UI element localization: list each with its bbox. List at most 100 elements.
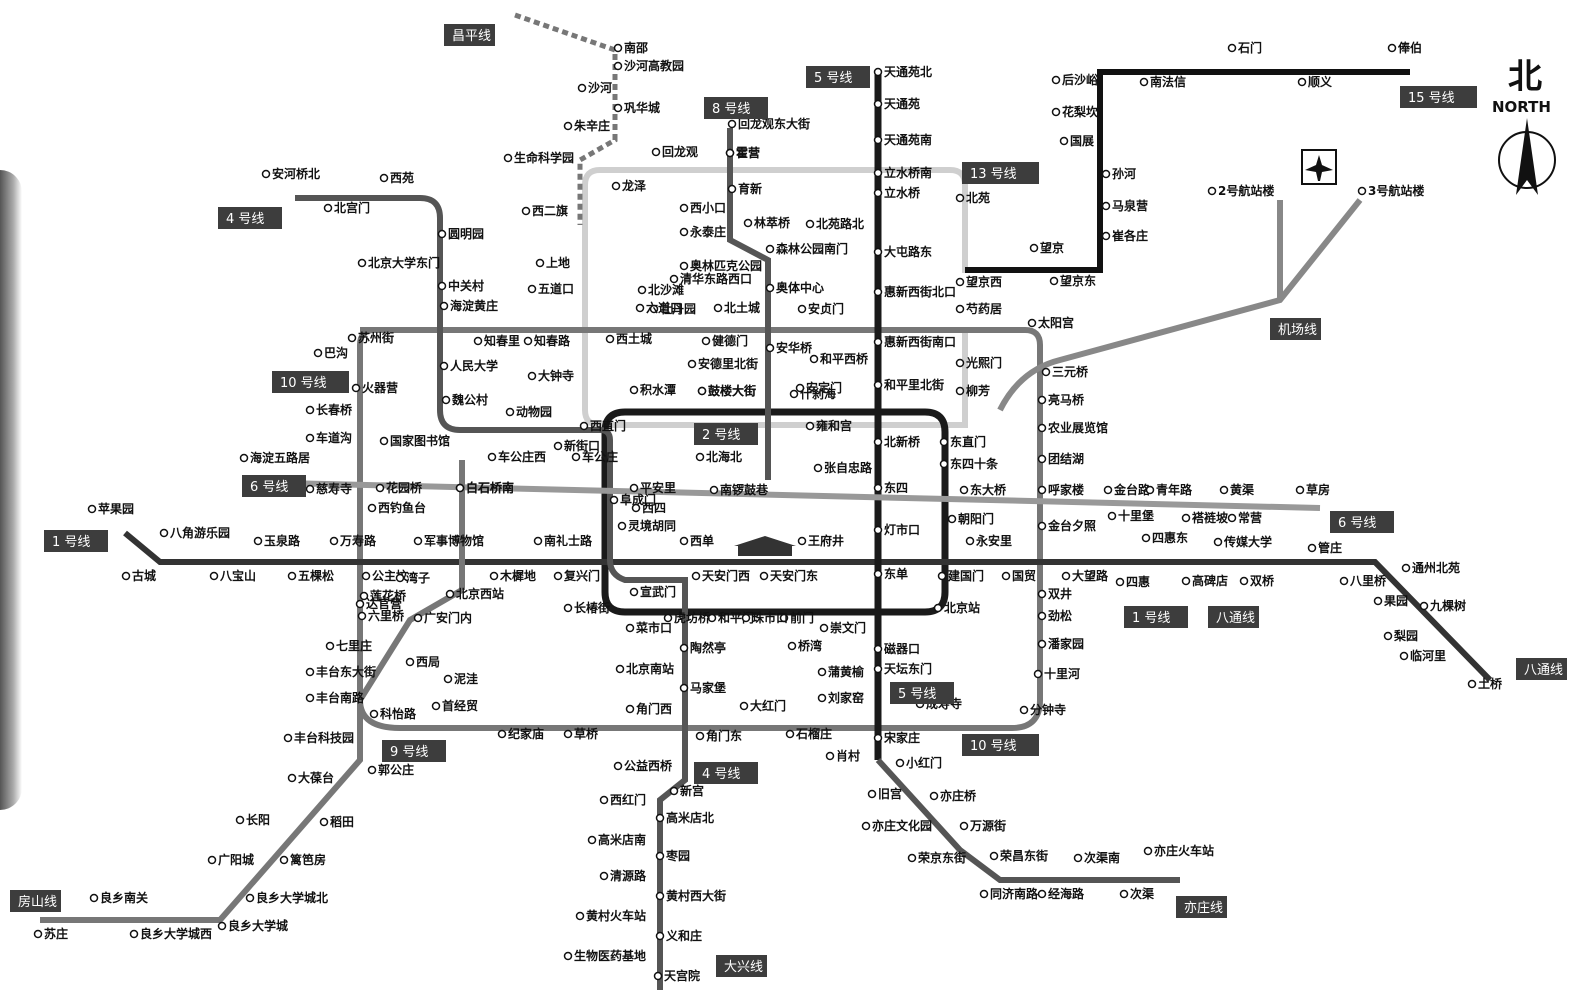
station-label: 长椿街	[574, 600, 610, 615]
line-9	[40, 460, 465, 923]
station-label: 海淀黄庄	[450, 298, 498, 313]
station-label: 草桥	[574, 726, 599, 741]
line-tag-l6a-bg	[242, 475, 306, 497]
station-label: 王府井	[808, 533, 844, 548]
station-marker	[445, 589, 455, 599]
station-marker	[873, 337, 883, 347]
station-marker	[1051, 107, 1061, 117]
metro-lines	[40, 12, 1493, 990]
station-marker	[305, 433, 315, 443]
station-marker	[795, 383, 805, 393]
station-marker	[939, 459, 949, 469]
station-label: 木樨地	[499, 568, 536, 583]
station-marker	[679, 203, 689, 213]
station-marker	[989, 851, 999, 861]
station-label: 霍营	[736, 145, 760, 160]
station-marker	[325, 641, 335, 651]
station-label: 小红门	[906, 755, 942, 770]
station-label: 和平西桥	[819, 351, 869, 366]
station-marker	[653, 971, 663, 981]
station-marker	[553, 441, 563, 451]
station-marker	[1037, 454, 1047, 464]
station-label: 军事博物馆	[424, 533, 484, 548]
station-marker	[1139, 77, 1149, 87]
station-marker	[1101, 231, 1111, 241]
station-label: 大屯路东	[884, 244, 932, 259]
station-marker	[207, 855, 217, 865]
station-label: 六道口	[646, 300, 682, 315]
line-tag-daxing: 大兴线	[724, 960, 763, 975]
station-marker	[1467, 679, 1477, 689]
station-label: 磁器口	[883, 641, 920, 656]
station-label: 天安门东	[770, 568, 818, 583]
station-label: 五道口	[538, 281, 574, 296]
station-marker	[613, 43, 623, 53]
station-marker	[1387, 43, 1397, 53]
station-label: 丰台南路	[316, 690, 365, 705]
station-marker	[691, 571, 701, 581]
station-label: 安定门	[806, 380, 842, 395]
station-label: 亦庄桥	[940, 788, 977, 803]
station-marker	[395, 573, 405, 583]
station-marker	[599, 871, 609, 881]
line-tag-l5b: 5 号线	[898, 687, 936, 702]
line-tag-l4a-bg	[218, 207, 282, 229]
station-label: 北宫门	[334, 200, 370, 215]
station-marker	[669, 786, 679, 796]
station-label: 东直门	[950, 434, 986, 449]
station-marker	[1051, 75, 1061, 85]
station-label: 高米店南	[598, 832, 646, 847]
station-marker	[405, 657, 415, 667]
station-marker	[563, 121, 573, 131]
station-marker	[367, 503, 377, 513]
station-label: 枣园	[665, 848, 690, 863]
station-marker	[497, 729, 507, 739]
station-marker	[637, 285, 647, 295]
line-tag-l10a-bg	[272, 371, 349, 393]
station-marker	[357, 611, 367, 621]
station-marker	[1029, 243, 1039, 253]
station-marker	[1037, 521, 1047, 531]
station-marker	[813, 463, 823, 473]
station-label: 丰台科技园	[294, 730, 354, 745]
station-marker	[473, 336, 483, 346]
station-marker	[1037, 639, 1047, 649]
station-label: 宣武门	[640, 584, 676, 599]
line-tag-l8: 8 号线	[712, 102, 750, 117]
station-marker	[873, 437, 883, 447]
station-label: 崔各庄	[1112, 228, 1148, 243]
line-tag-l4b-bg	[694, 762, 758, 784]
station-label: 万寿路	[339, 533, 377, 548]
station-marker	[629, 483, 639, 493]
station-label: 北京南站	[626, 661, 674, 676]
station-marker	[701, 336, 711, 346]
station-label: 虎坊桥	[674, 610, 711, 625]
station-label: 后沙峪	[1062, 72, 1099, 87]
station-marker	[379, 436, 389, 446]
station-marker	[617, 521, 627, 531]
station-label: 国展	[1070, 134, 1094, 148]
station-marker	[1037, 485, 1047, 495]
station-marker	[261, 169, 271, 179]
station-marker	[209, 571, 219, 581]
airplane-icon	[1301, 149, 1337, 185]
station-marker	[809, 354, 819, 364]
station-marker	[765, 283, 775, 293]
station-marker	[1037, 395, 1047, 405]
station-label: 林萃桥	[754, 215, 791, 230]
station-marker	[615, 664, 625, 674]
station-marker	[563, 603, 573, 613]
station-marker	[805, 421, 815, 431]
station-marker	[947, 514, 957, 524]
station-label: 西二旗	[532, 203, 568, 218]
station-marker	[577, 83, 587, 93]
line-8	[727, 128, 771, 480]
station-label: 菜市口	[635, 620, 672, 635]
station-marker	[1307, 543, 1317, 553]
line-2	[601, 408, 949, 616]
station-label: 九棵树	[1429, 598, 1466, 613]
line-tag-batong: 八通线	[1216, 611, 1255, 626]
station-label: 新宫	[680, 783, 704, 798]
station-label: 蒲黄榆	[828, 664, 865, 679]
station-label: 良乡南关	[100, 890, 148, 905]
